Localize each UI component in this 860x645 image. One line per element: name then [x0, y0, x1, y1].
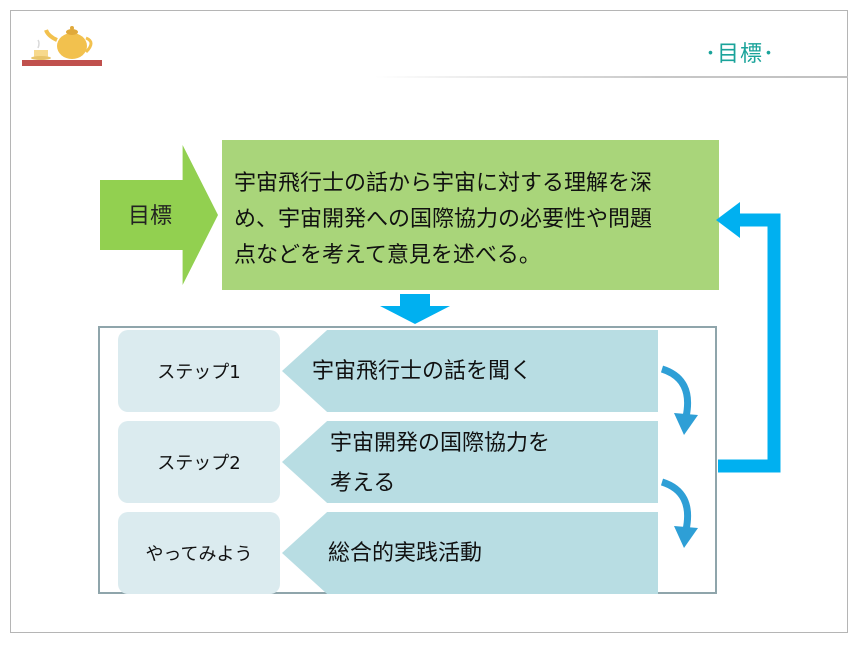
step-2-tab	[282, 421, 658, 503]
goal-text-line-1: 宇宙飛行士の話から宇宙に対する理解を深	[234, 171, 653, 196]
step-2-label: ステップ2	[118, 421, 280, 503]
down-arrow-icon	[380, 294, 450, 324]
goal-text-line-2: め、宇宙開発への国際協力の必要性や問題	[234, 207, 653, 232]
step-1-text-line-1: 宇宙飛行士の話を聞く	[312, 359, 533, 384]
step-2-text: 宇宙開発の国際協力を 考える	[330, 424, 550, 504]
curved-arrow-icon	[660, 478, 698, 548]
step-3-text: 総合的実践活動	[328, 534, 482, 574]
step-2-text-line-1: 宇宙開発の国際協力を	[330, 431, 551, 456]
page-title: ･目標･	[705, 42, 776, 67]
curved-arrow-icon	[660, 365, 698, 435]
step-3-label: やってみよう	[118, 512, 280, 594]
step-1-text: 宇宙飛行士の話を聞く	[312, 352, 532, 392]
loop-back-arrow-icon	[716, 202, 781, 473]
step-3-tab	[282, 512, 658, 594]
header-divider	[375, 76, 848, 78]
goal-text-line-3: 点などを考えて意見を述べる。	[234, 243, 541, 268]
step-2-text-line-2: 考える	[330, 471, 396, 496]
teapot-icon	[22, 26, 102, 66]
step-1-tab	[282, 330, 658, 412]
goal-box: 宇宙飛行士の話から宇宙に対する理解を深 め、宇宙開発への国際協力の必要性や問題 …	[222, 140, 719, 290]
step-3-text-line-1: 総合的実践活動	[328, 541, 483, 566]
step-1-label: ステップ1	[118, 330, 280, 412]
goal-chevron-label: 目標	[128, 204, 173, 229]
